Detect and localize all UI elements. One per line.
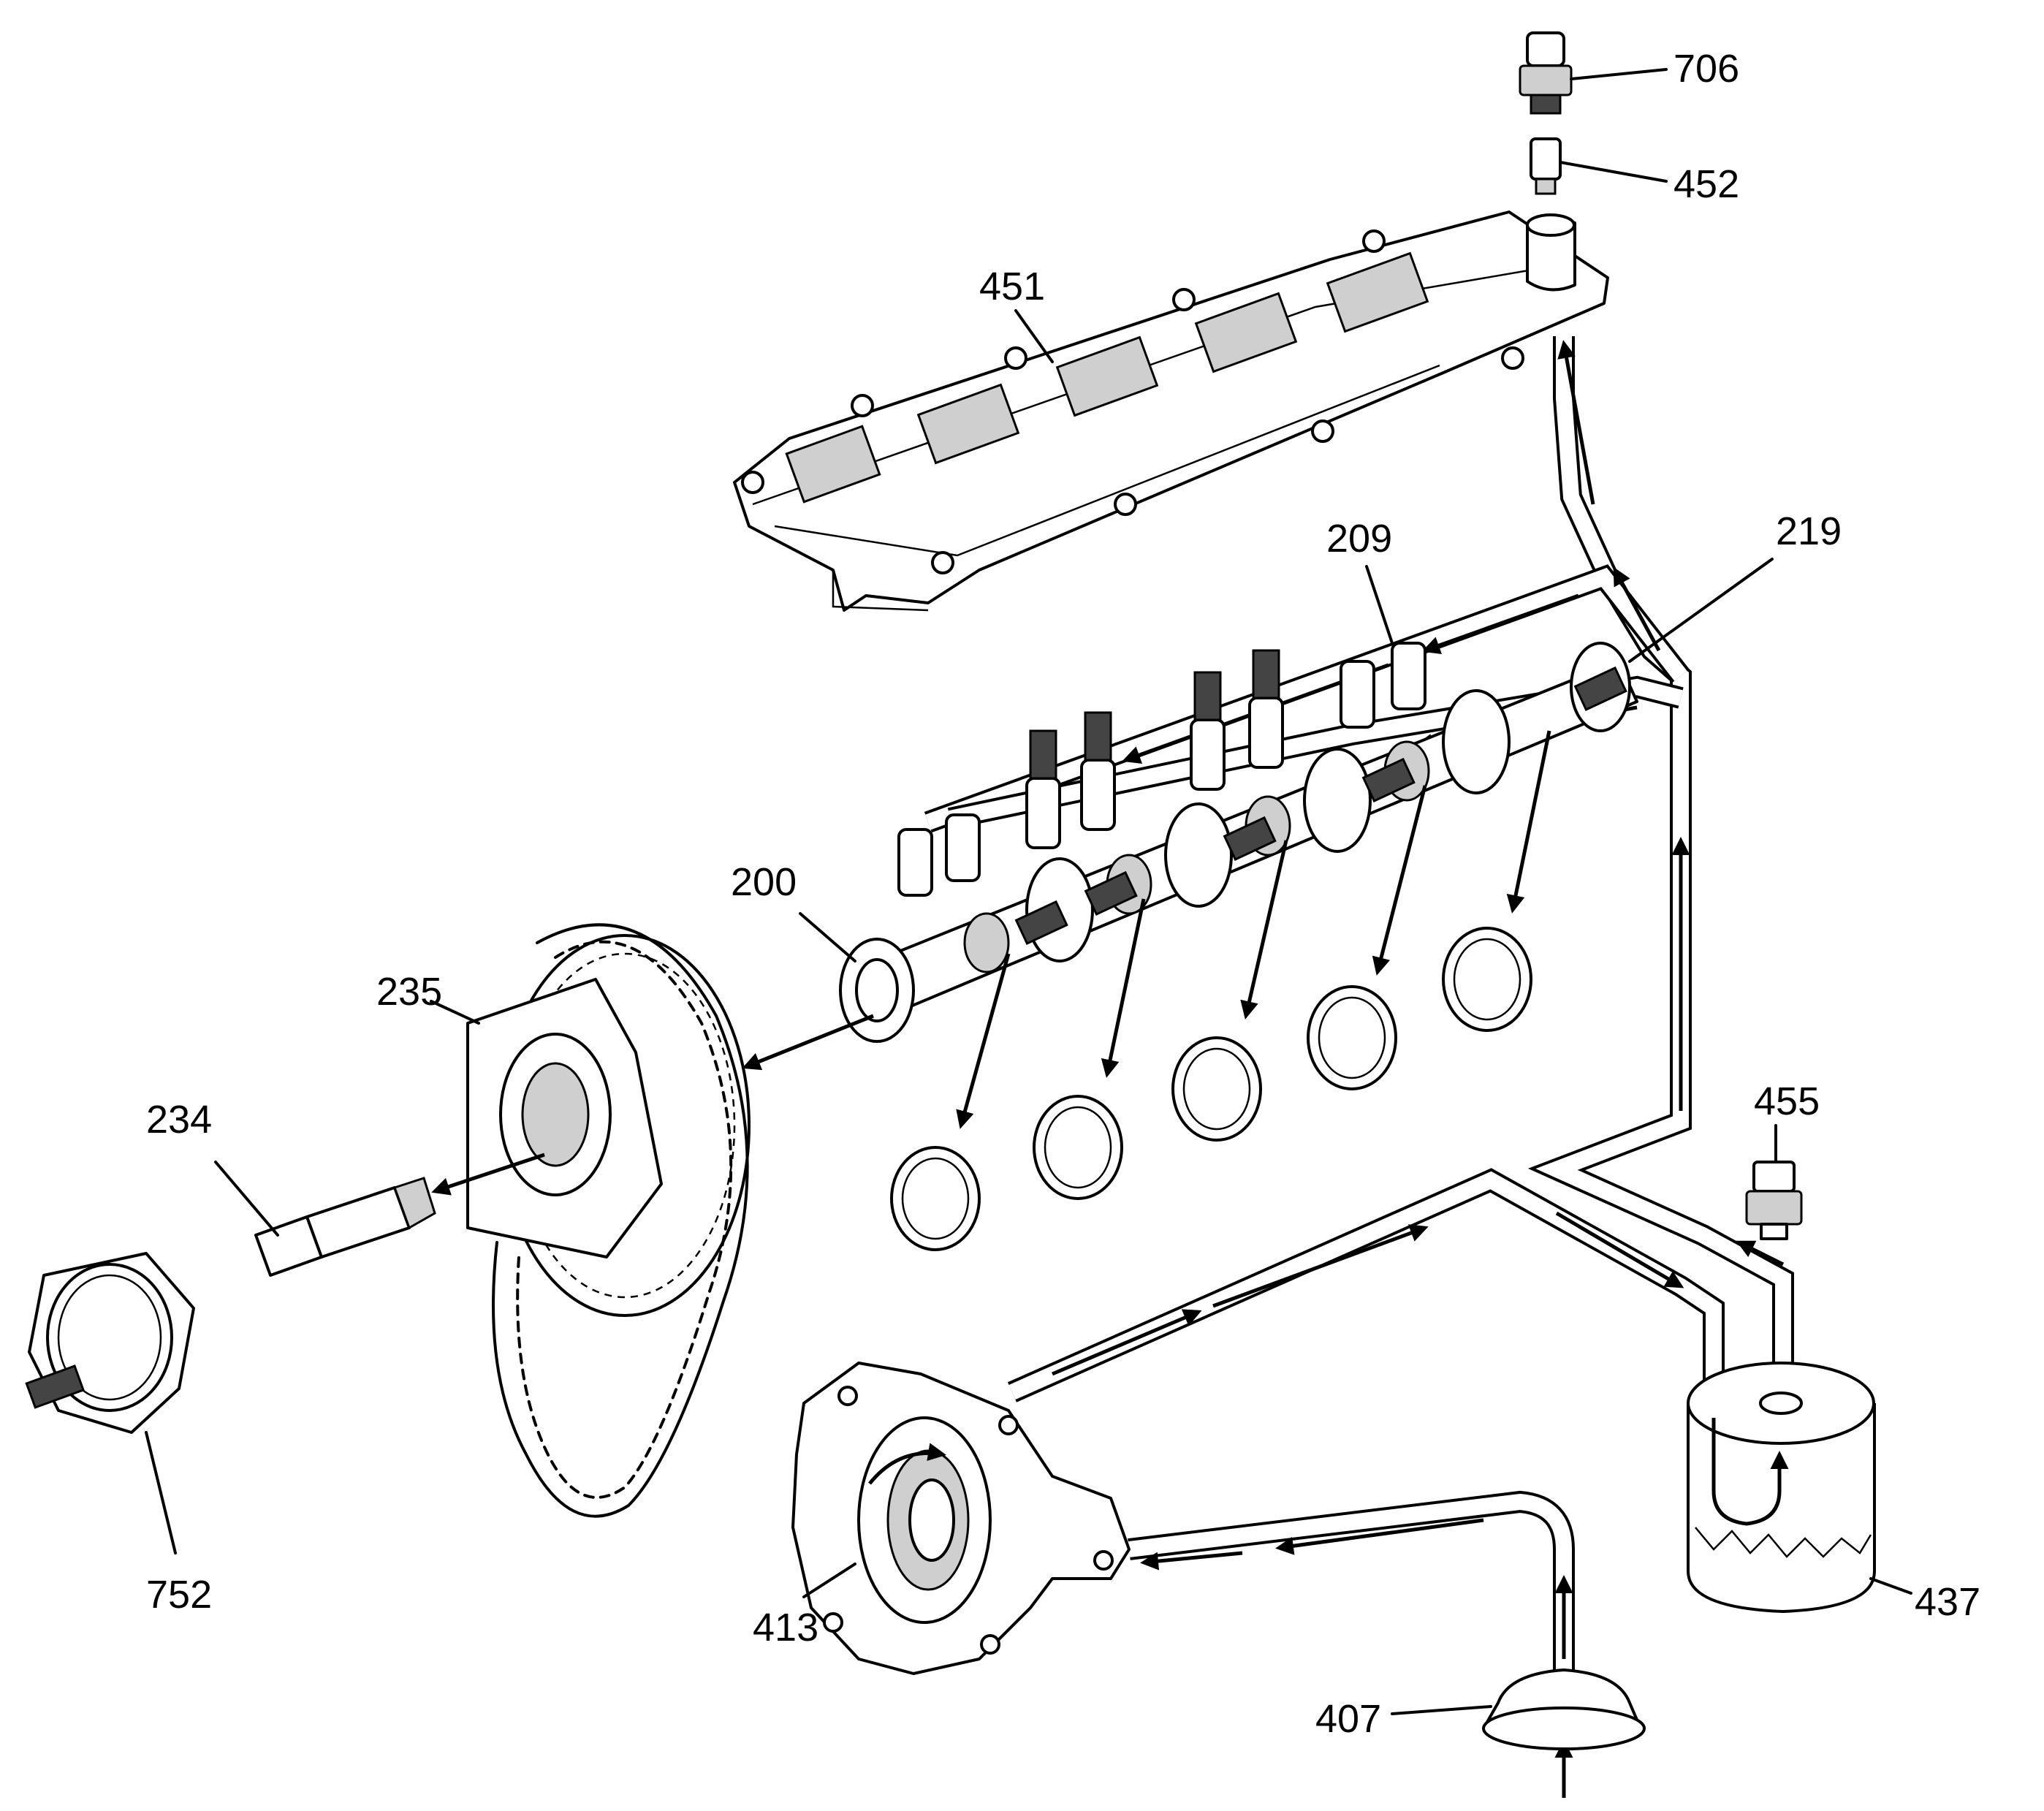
callout-200: 200 xyxy=(731,860,797,904)
cam-bearings xyxy=(890,927,1532,1251)
callout-437: 437 xyxy=(1915,1580,1980,1624)
valve-lifters-209 xyxy=(897,642,1426,897)
sprocket-to-valve-arrow xyxy=(431,1153,545,1196)
callout-235: 235 xyxy=(376,970,442,1014)
oil-pickup-407 xyxy=(1482,1668,1646,1750)
oil-pressure-sensor-706 xyxy=(1519,31,1573,115)
oil-pump-413 xyxy=(791,1362,1131,1675)
camshaft-sensor-752 xyxy=(25,1252,195,1434)
callout-706: 706 xyxy=(1673,47,1739,91)
callout-407: 407 xyxy=(1315,1697,1381,1741)
leader-lines xyxy=(145,68,1912,1715)
callouts: 706 452 451 209 219 200 235 234 455 752 … xyxy=(146,47,1980,1741)
callout-234: 234 xyxy=(146,1098,212,1142)
lifter-oil-manifold-451 xyxy=(733,210,1609,612)
callout-209: 209 xyxy=(1326,517,1392,561)
oil-filter-437 xyxy=(1687,1362,1876,1613)
oil-screen-452 xyxy=(1530,137,1562,195)
timing-sprocket-235 xyxy=(466,934,751,1317)
timing-chain xyxy=(492,923,749,1518)
callout-452: 452 xyxy=(1673,162,1739,206)
callout-413: 413 xyxy=(753,1606,818,1649)
bearing-arrows xyxy=(956,730,1551,1129)
callout-451: 451 xyxy=(979,265,1045,308)
callout-752: 752 xyxy=(146,1573,212,1617)
callout-219: 219 xyxy=(1776,509,1842,553)
cam-to-sprocket-arrow xyxy=(742,1014,874,1071)
camshaft-position-bolt-234 xyxy=(254,1177,436,1277)
callout-455: 455 xyxy=(1754,1079,1820,1123)
plug-455 xyxy=(1745,1161,1803,1240)
valve-springs xyxy=(1014,666,1627,945)
